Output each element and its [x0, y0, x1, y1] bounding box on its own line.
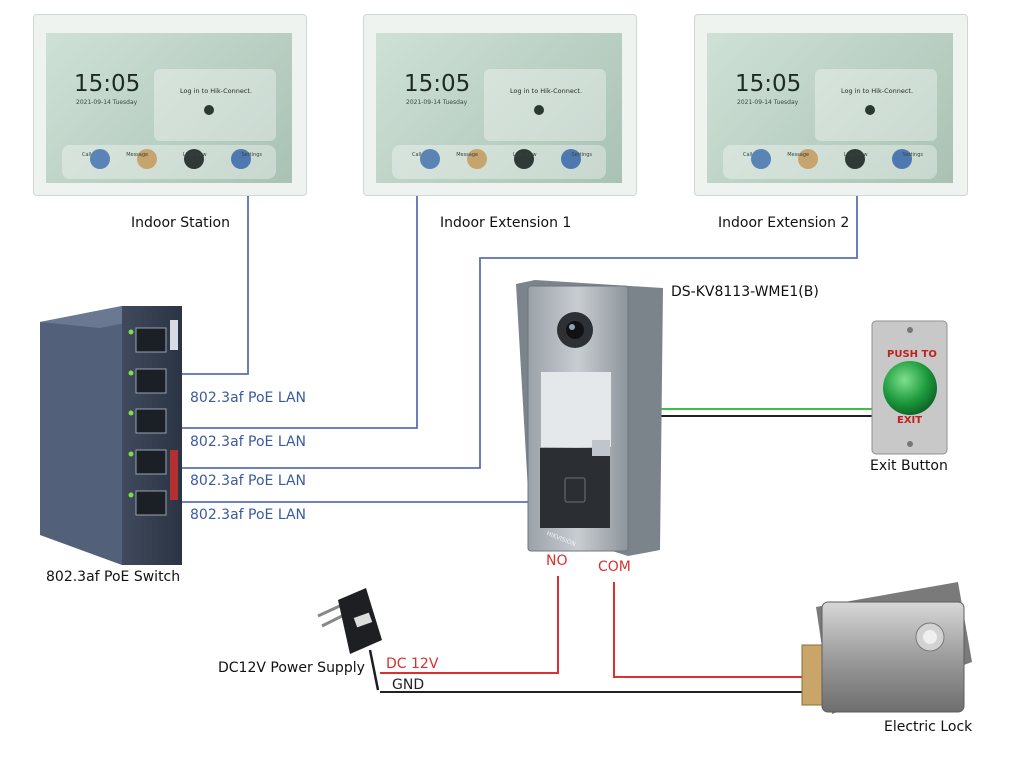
electric-lock-label: Electric Lock [884, 719, 973, 735]
message-icon[interactable] [467, 149, 487, 169]
dock-label-call: Call [412, 152, 422, 158]
call-icon[interactable] [420, 149, 440, 169]
settings-icon[interactable] [231, 149, 251, 169]
indoor-extension-1-label: Indoor Extension 1 [440, 215, 572, 231]
clock-time: 15:05 [404, 71, 471, 97]
dock-labels-3: Call Message Live View Settings [743, 152, 923, 158]
com-terminal-label: COM [598, 559, 631, 575]
lan-label-4: 802.3af PoE LAN [190, 507, 307, 523]
call-icon[interactable] [90, 149, 110, 169]
power-supply-label: DC12V Power Supply [218, 660, 365, 676]
live-view-icon[interactable] [184, 149, 204, 169]
exit-button-label: Exit Button [870, 458, 948, 474]
login-card[interactable]: Log in to Hik-Connect. [154, 69, 276, 141]
app-dock [392, 145, 606, 179]
lock-wires [380, 576, 808, 693]
monitor-screen: 15:05 2021-09-14 Tuesday Log in to Hik-C… [707, 33, 953, 183]
login-text: Log in to Hik-Connect. [180, 87, 253, 95]
exit-plate-top-text: PUSH TO [887, 349, 937, 360]
login-card[interactable]: Log in to Hik-Connect. [484, 69, 606, 141]
dock-label-call: Call [743, 152, 753, 158]
door-station-device [516, 280, 663, 556]
app-dock [723, 145, 937, 179]
indoor-extension-2-monitor: 15:05 2021-09-14 Tuesday Log in to Hik-C… [694, 14, 968, 196]
indoor-extension-1-monitor: 15:05 2021-09-14 Tuesday Log in to Hik-C… [363, 14, 637, 196]
dock-label-settings: Settings [241, 152, 262, 158]
lan-wire-extension-2 [150, 194, 858, 469]
dock-label-live-view: Live View [843, 152, 868, 158]
lan-label-3: 802.3af PoE LAN [190, 473, 307, 489]
login-card[interactable]: Log in to Hik-Connect. [815, 69, 937, 141]
no-terminal-label: NO [546, 553, 568, 569]
settings-icon[interactable] [561, 149, 581, 169]
login-text: Log in to Hik-Connect. [510, 87, 583, 95]
dock-label-message: Message [787, 152, 810, 158]
message-icon[interactable] [798, 149, 818, 169]
switch-ports [135, 327, 167, 516]
indoor-station-label: Indoor Station [131, 215, 230, 231]
lan-label-1: 802.3af PoE LAN [190, 390, 307, 406]
clock-date: 2021-09-14 Tuesday [76, 99, 138, 106]
dock-label-message: Message [126, 152, 149, 158]
indoor-extension-2-label: Indoor Extension 2 [718, 215, 850, 231]
exit-button-wires [658, 408, 872, 417]
poe-switch-label: 802.3af PoE Switch [46, 569, 181, 585]
clock-time: 15:05 [735, 71, 802, 97]
indoor-station-monitor: 15:05 2021-09-14 Tuesday Log in to Hik-C… [33, 14, 307, 196]
monitor-screen: 15:05 2021-09-14 Tuesday Log in to Hik-C… [376, 33, 622, 183]
exit-button-device [871, 320, 948, 455]
settings-icon[interactable] [892, 149, 912, 169]
poe-switch [40, 306, 182, 565]
dc12v-label: DC 12V [386, 656, 439, 672]
lan-wire-indoor-station [150, 194, 249, 375]
account-icon [204, 105, 214, 115]
clock-date: 2021-09-14 Tuesday [737, 99, 799, 106]
exit-plate-bottom-text: EXIT [897, 415, 923, 426]
dock-label-settings: Settings [902, 152, 923, 158]
login-text: Log in to Hik-Connect. [841, 87, 914, 95]
monitor-screen: 15:05 2021-09-14 Tuesday Log in to Hik-C… [46, 33, 292, 183]
live-view-icon[interactable] [845, 149, 865, 169]
account-icon [865, 105, 875, 115]
power-adapter-device [317, 588, 382, 691]
dock-label-settings: Settings [571, 152, 592, 158]
no-wire [380, 576, 559, 674]
message-icon[interactable] [137, 149, 157, 169]
app-dock [62, 145, 276, 179]
com-wire [613, 582, 805, 678]
clock-date: 2021-09-14 Tuesday [406, 99, 468, 106]
live-view-icon[interactable] [514, 149, 534, 169]
door-station-label: DS-KV8113-WME1(B) [671, 284, 819, 300]
dock-labels-1: Call Message Live View Settings [82, 152, 262, 158]
call-icon[interactable] [751, 149, 771, 169]
dock-label-call: Call [82, 152, 92, 158]
lan-label-2: 802.3af PoE LAN [190, 434, 307, 450]
lan-wires [150, 194, 858, 503]
electric-lock-device [801, 582, 972, 714]
dock-labels-2: Call Message Live View Settings [412, 152, 592, 158]
account-icon [534, 105, 544, 115]
dock-label-message: Message [456, 152, 479, 158]
clock-time: 15:05 [74, 71, 141, 97]
gnd-label: GND [392, 677, 425, 693]
dock-label-live-view: Live View [182, 152, 207, 158]
dock-label-live-view: Live View [512, 152, 537, 158]
lan-wire-extension-1 [150, 194, 418, 429]
